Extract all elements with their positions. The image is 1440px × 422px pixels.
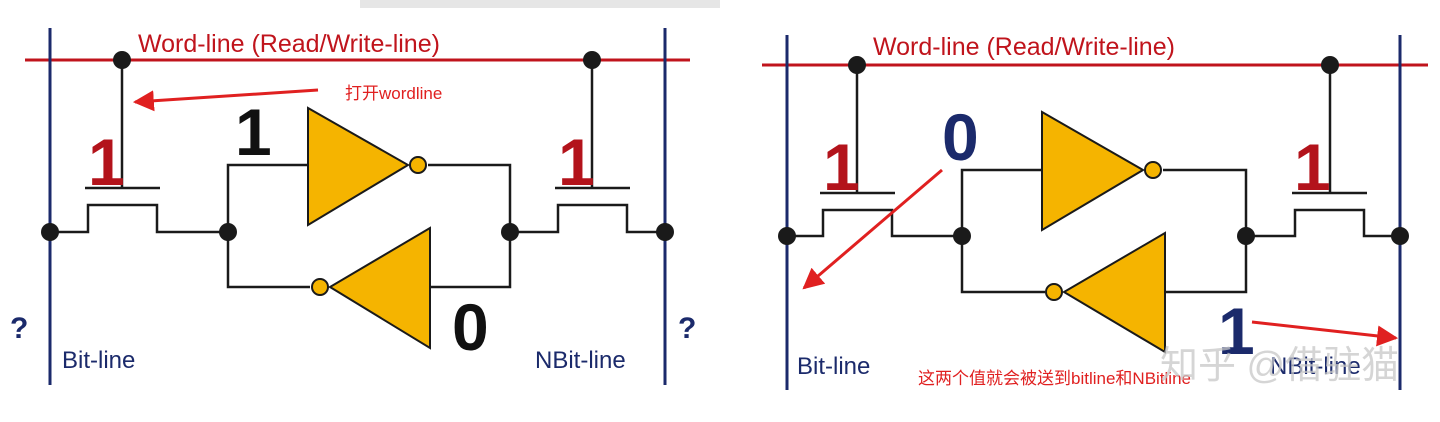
right-annotation-arrow-right — [1251, 320, 1399, 347]
left-node-bitline — [41, 223, 59, 241]
left-node-wl-left — [113, 51, 131, 69]
left-inverter-top-bubble — [409, 156, 427, 174]
left-inverter-top — [307, 106, 410, 227]
left-access-transistor-left — [50, 60, 228, 234]
left-panel: Word-line (Read/Write-line) 打开wordline B… — [10, 28, 696, 385]
watermark-text: 知乎 @借驻猫 — [1160, 345, 1399, 387]
left-inverter-bottom — [328, 226, 431, 350]
left-node-wl-right — [583, 51, 601, 69]
top-shade — [360, 0, 720, 8]
right-node-bottom-value: 1 — [1218, 294, 1255, 368]
right-node-top-value: 0 — [942, 100, 979, 174]
right-node-latch-left — [953, 227, 971, 245]
left-bitline-label: Bit-line — [62, 347, 135, 374]
left-inverter-bottom-bubble — [311, 278, 329, 296]
right-node-latch-right — [1237, 227, 1255, 245]
right-node-nbitline — [1391, 227, 1409, 245]
right-wordline-label: Word-line (Read/Write-line) — [873, 33, 1175, 61]
right-bitline-label: Bit-line — [797, 353, 870, 380]
left-annotation-arrow — [132, 88, 319, 112]
right-inverter-bottom-bubble — [1045, 283, 1063, 301]
left-wordline-label: Word-line (Read/Write-line) — [138, 30, 440, 58]
left-gate-value: 1 — [88, 125, 125, 199]
left-latch-wires — [226, 163, 512, 289]
right-access-transistor-left — [787, 65, 962, 238]
left-node-bottom-value: 0 — [452, 290, 489, 364]
left-nbitline-label: NBit-line — [535, 347, 626, 374]
right-left-gate-value: 1 — [823, 130, 860, 204]
left-node-latch-left — [219, 223, 237, 241]
left-annotation-text: 打开wordline — [345, 84, 442, 103]
right-right-gate-value: 1 — [1294, 130, 1331, 204]
left-node-top-value: 1 — [235, 95, 272, 169]
right-node-bitline — [778, 227, 796, 245]
left-node-nbitline — [656, 223, 674, 241]
right-access-transistor-right — [1246, 65, 1400, 238]
right-annotation-text: 这两个值就会被送到bitline和NBitline — [918, 369, 1191, 388]
right-inverter-bottom — [1062, 231, 1166, 354]
left-access-transistor-right — [510, 60, 665, 234]
right-gate-value: 1 — [558, 125, 595, 199]
left-node-latch-right — [501, 223, 519, 241]
right-inverter-top-bubble — [1144, 161, 1162, 179]
right-node-wl-left — [848, 56, 866, 74]
right-node-wl-right — [1321, 56, 1339, 74]
right-panel: Word-line (Read/Write-line) Bit-line NBi… — [762, 33, 1428, 390]
right-inverter-top — [1041, 110, 1145, 232]
left-question-mark: ? — [10, 312, 28, 345]
right-question-mark: ? — [678, 312, 696, 345]
right-nbitline-label: NBit-line — [1270, 353, 1361, 380]
right-annotation-arrow-left — [802, 168, 943, 290]
right-latch-wires — [960, 168, 1248, 294]
